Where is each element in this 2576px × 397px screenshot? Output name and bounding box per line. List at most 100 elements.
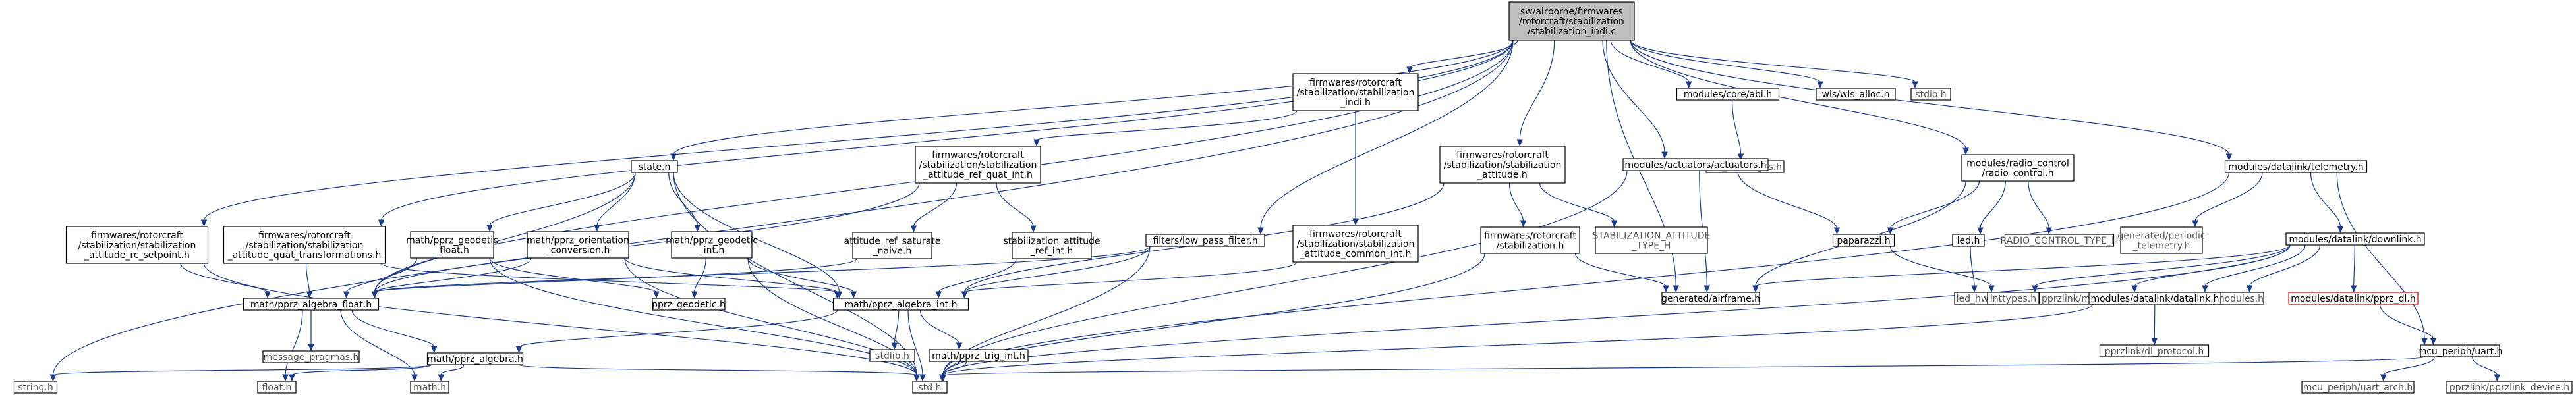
- edge-downlink-to-generated_modules: [2246, 244, 2321, 293]
- node-math-h[interactable]: math.h: [410, 381, 449, 394]
- node-uart[interactable]: mcu_periph/uart.h: [2418, 344, 2503, 357]
- node-box: [1595, 226, 1708, 254]
- node-box: [2224, 160, 2368, 173]
- node-box: [410, 231, 494, 259]
- node-periodic-telemetry[interactable]: generated/periodic_telemetry.h: [2117, 226, 2206, 254]
- node-algebra[interactable]: math/pprz_algebra.h: [426, 352, 524, 365]
- node-actuators[interactable]: modules/actuators/actuators.h: [1622, 158, 1769, 171]
- edge-root-to-state: [670, 40, 1514, 161]
- node-dl-protocol[interactable]: pprzlink/dl_protocol.h: [2099, 344, 2210, 357]
- node-state[interactable]: state.h: [631, 160, 678, 173]
- node-label: math/pprz_trig_int.h: [932, 351, 1025, 361]
- node-root[interactable]: sw/airborne/firmwares/rotorcraft/stabili…: [1508, 1, 1635, 41]
- node-box: [527, 231, 629, 259]
- node-label: math/pprz_algebra_int.h: [845, 300, 958, 310]
- node-pprzlink-device[interactable]: pprzlink/pprzlink_device.h: [2446, 381, 2573, 394]
- edge-root-to-generated_airframe: [1606, 40, 1680, 293]
- node-algebra-float[interactable]: math/pprz_algebra_float.h: [243, 298, 380, 311]
- edge-downlink-to-datalink: [2202, 244, 2306, 293]
- node-label: generated/periodic_telemetry.h: [2117, 231, 2205, 251]
- node-stabilization-h[interactable]: firmwares/rotorcraft/stabilization.h: [1480, 226, 1580, 254]
- edge-algebra_int-to-stdlib: [891, 309, 900, 350]
- node-string-h[interactable]: string.h: [13, 381, 58, 394]
- node-ref-quat-int[interactable]: firmwares/rotorcraft/stabilization/stabi…: [915, 146, 1041, 184]
- edge-low_pass_filter-to-algebra_float: [371, 246, 1151, 299]
- node-inttypes[interactable]: inttypes.h: [1987, 292, 2040, 305]
- node-stab-attitude-type[interactable]: STABILIZATION_ATTITUDE_TYPE_H: [1593, 226, 1711, 254]
- node-box: [1508, 1, 1635, 41]
- node-quat-transformations[interactable]: firmwares/rotorcraft/stabilization/stabi…: [223, 226, 386, 264]
- node-label: firmwares/rotorcraft/stabilization/stabi…: [1444, 150, 1562, 180]
- node-box: [1832, 234, 1895, 247]
- edge-radio_control-to-led: [1977, 180, 2006, 235]
- node-pprz-dl[interactable]: modules/datalink/pprz_dl.h: [2288, 292, 2419, 305]
- edge-orientation_conversion-to-algebra_int: [624, 257, 841, 299]
- node-label: led.h: [1957, 236, 1980, 246]
- node-box: [1622, 158, 1769, 171]
- node-label: stdlib.h: [875, 351, 909, 361]
- node-label: pprzlink/pprzlink_device.h: [2449, 383, 2569, 393]
- node-box: [257, 381, 297, 394]
- node-algebra-int[interactable]: math/pprz_algebra_int.h: [832, 298, 969, 311]
- node-box: [1292, 225, 1419, 263]
- edges: [49, 40, 2501, 382]
- node-radio-control-type[interactable]: RADIO_CONTROL_TYPE_H: [2001, 234, 2119, 247]
- node-box: [869, 349, 915, 362]
- node-attitude-common-int[interactable]: firmwares/rotorcraft/stabilization/stabi…: [1292, 225, 1419, 263]
- edge-downlink-to-pprz_dl: [2350, 244, 2357, 293]
- node-label: wls/wls_alloc.h: [1822, 90, 1890, 100]
- node-std-h[interactable]: std.h: [912, 381, 948, 394]
- node-box: [671, 231, 753, 259]
- node-box: [915, 146, 1041, 184]
- node-label: modules/datalink/pprz_dl.h: [2291, 294, 2415, 304]
- node-abi[interactable]: modules/core/abi.h: [1676, 88, 1780, 101]
- node-box: [1145, 234, 1265, 247]
- node-label: modules/radio_control/radio_control.h: [1966, 159, 2069, 179]
- node-trig-int[interactable]: math/pprz_trig_int.h: [929, 349, 1029, 362]
- node-float-h[interactable]: float.h: [257, 381, 297, 394]
- node-orientation-conversion[interactable]: math/pprz_orientation_conversion.h: [527, 231, 629, 259]
- node-label: math/pprz_geodetic_int.h: [666, 236, 758, 256]
- node-label: state.h: [639, 162, 671, 172]
- node-telemetry[interactable]: modules/datalink/telemetry.h: [2224, 160, 2368, 173]
- node-box: [13, 381, 58, 394]
- node-paparazzi[interactable]: paparazzi.h: [1832, 234, 1895, 247]
- node-box: [2088, 292, 2221, 305]
- edge-root-to-wls_alloc: [1630, 40, 1823, 89]
- node-label: modules/datalink/downlink.h: [2289, 234, 2421, 245]
- node-radio-control[interactable]: modules/radio_control/radio_control.h: [1961, 154, 2075, 182]
- node-stabilization-attitude-ref-int[interactable]: stabilization_attitude_ref_int.h: [1004, 232, 1101, 259]
- node-uart-arch[interactable]: mcu_periph/uart_arch.h: [2301, 381, 2415, 394]
- edge-downlink-to-generated_airframe: [1752, 244, 2291, 293]
- node-generated-airframe[interactable]: generated/airframe.h: [1661, 292, 1760, 305]
- node-label: attitude_ref_saturate_naive.h: [844, 236, 941, 257]
- edge-root-to-abi: [1610, 40, 1692, 89]
- edge-geodetic_int-to-pprz_geodetic: [691, 257, 706, 299]
- node-low-pass-filter[interactable]: filters/low_pass_filter.h: [1145, 234, 1265, 247]
- node-stdio[interactable]: stdio.h: [1910, 88, 1951, 101]
- node-box: [1952, 234, 1985, 247]
- node-rc-setpoint[interactable]: firmwares/rotorcraft/stabilization/stabi…: [65, 226, 209, 264]
- node-box: [1676, 88, 1780, 101]
- edge-geodetic_float-to-algebra_float: [343, 257, 418, 299]
- node-box: [652, 298, 726, 311]
- edge-geodetic_int-to-std_h: [747, 257, 920, 382]
- edge-telemetry-to-downlink: [2310, 172, 2344, 234]
- node-label: inttypes.h: [1990, 294, 2036, 304]
- node-stdlib[interactable]: stdlib.h: [869, 349, 915, 362]
- edge-orientation_conversion-to-algebra_float: [371, 257, 532, 299]
- node-led[interactable]: led.h: [1952, 234, 1985, 247]
- node-wls-alloc[interactable]: wls/wls_alloc.h: [1816, 88, 1896, 101]
- edge-root-to-radio_control: [1630, 40, 1969, 155]
- edge-state-to-geodetic_float: [486, 172, 636, 232]
- edge-telemetry-to-uart: [2336, 172, 2428, 346]
- node-pprz-geodetic[interactable]: pprz_geodetic.h: [652, 298, 726, 311]
- node-downlink[interactable]: modules/datalink/downlink.h: [2285, 232, 2425, 246]
- node-datalink[interactable]: modules/datalink/datalink.h: [2088, 292, 2221, 305]
- node-ref-saturate-naive[interactable]: attitude_ref_saturate_naive.h: [844, 232, 941, 259]
- node-stabilization-indi-h[interactable]: firmwares/rotorcraft/stabilization/stabi…: [1292, 73, 1419, 111]
- node-geodetic-int[interactable]: math/pprz_geodetic_int.h: [666, 231, 758, 259]
- node-message-pragmas[interactable]: message_pragmas.h: [262, 350, 360, 363]
- node-stabilization-attitude-h[interactable]: firmwares/rotorcraft/stabilization/stabi…: [1439, 146, 1566, 184]
- node-geodetic-float[interactable]: math/pprz_geodetic_float.h: [406, 231, 498, 259]
